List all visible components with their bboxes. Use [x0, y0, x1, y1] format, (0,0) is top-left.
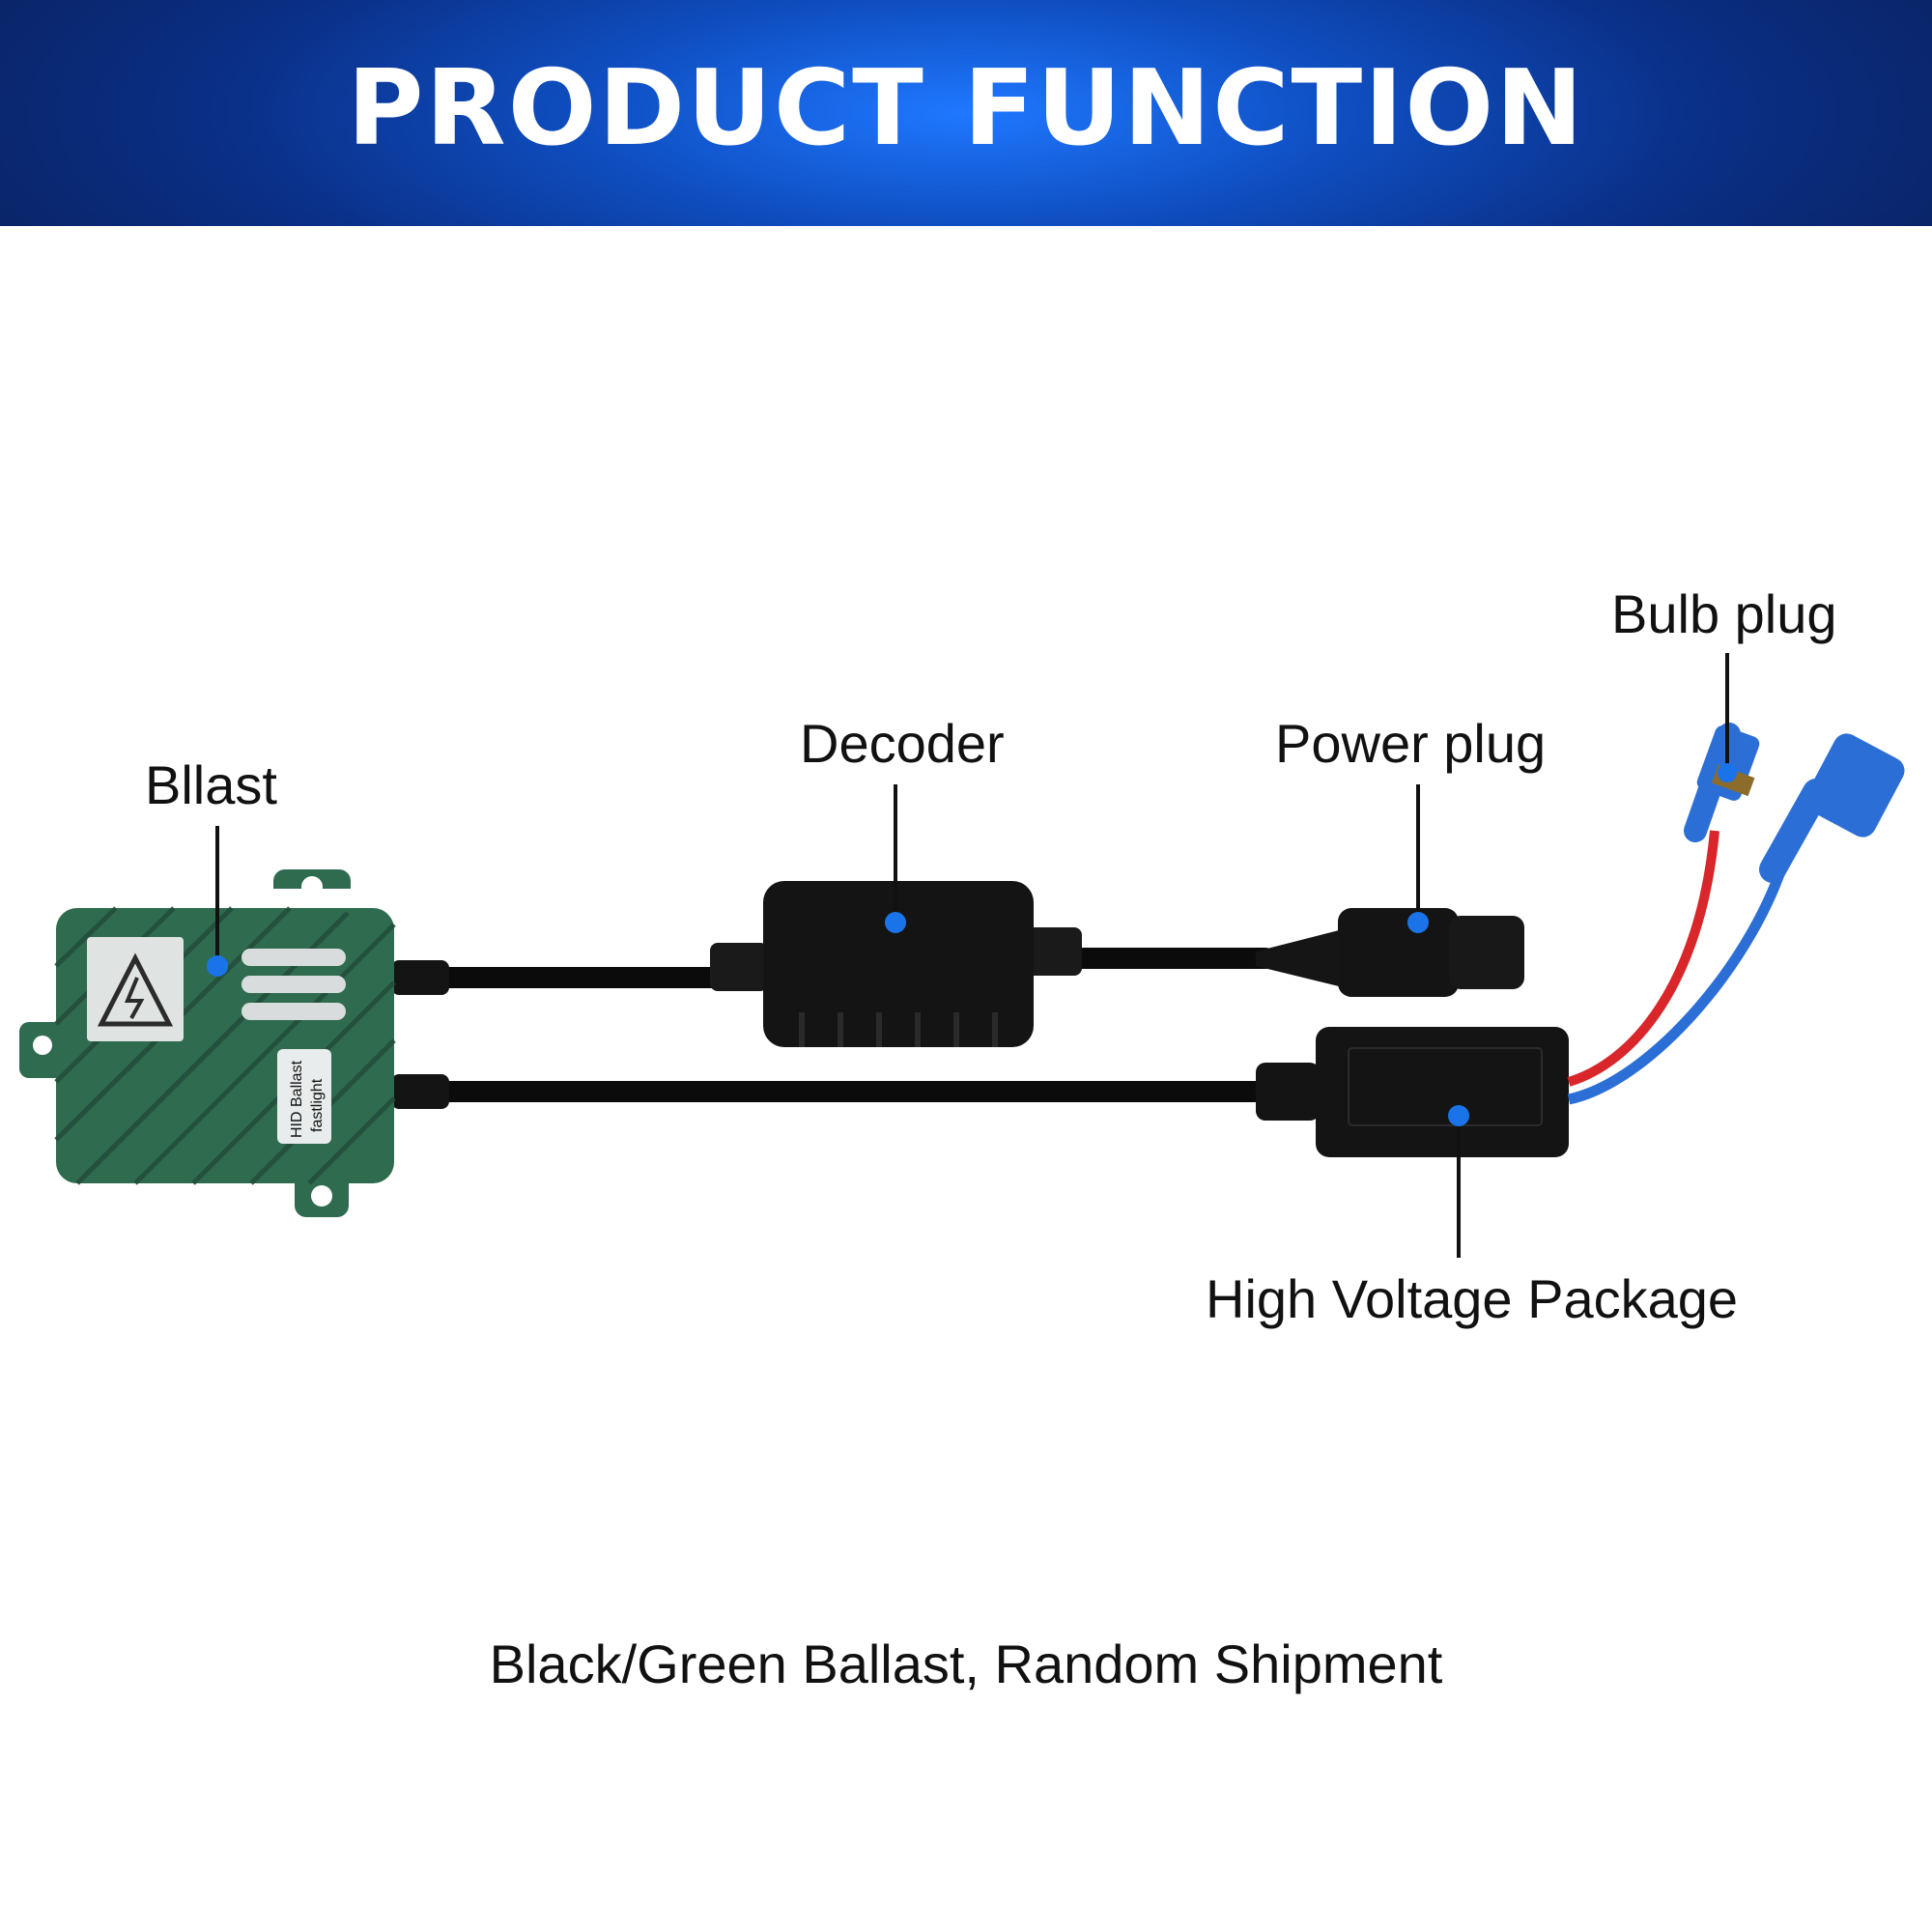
- footer-caption: Black/Green Ballast, Random Shipment: [489, 1634, 1443, 1694]
- ballast-box-label: HID Ballast: [289, 1060, 305, 1138]
- decoder-marker: [885, 912, 906, 933]
- power-plug-marker: [1407, 912, 1429, 933]
- high-voltage-marker: [1448, 1105, 1469, 1126]
- header-banner: PRODUCT FUNCTION: [0, 0, 1932, 226]
- bulb-plug-label: Bulb plug: [1611, 583, 1837, 644]
- decoder-unit: [710, 881, 1082, 1047]
- bulb-plug-marker: [1718, 763, 1737, 782]
- decoder-label: Decoder: [800, 713, 1005, 774]
- ballast-label: Bllast: [145, 754, 277, 815]
- power-plug-label: Power plug: [1275, 713, 1547, 774]
- power-plug: [1256, 908, 1524, 997]
- bulb-wires: [1567, 723, 1905, 1105]
- page-title: PRODUCT FUNCTION: [347, 47, 1585, 169]
- ballast-marker: [207, 955, 228, 977]
- high-voltage-label: High Voltage Package: [1206, 1268, 1739, 1329]
- ballast-unit: HID Ballast fastlight: [19, 869, 396, 1217]
- leader-lines: [215, 653, 1729, 1258]
- ballast-box-brand: fastlight: [309, 1078, 326, 1132]
- high-voltage-unit: [1316, 1027, 1569, 1157]
- cables: [381, 948, 1326, 1121]
